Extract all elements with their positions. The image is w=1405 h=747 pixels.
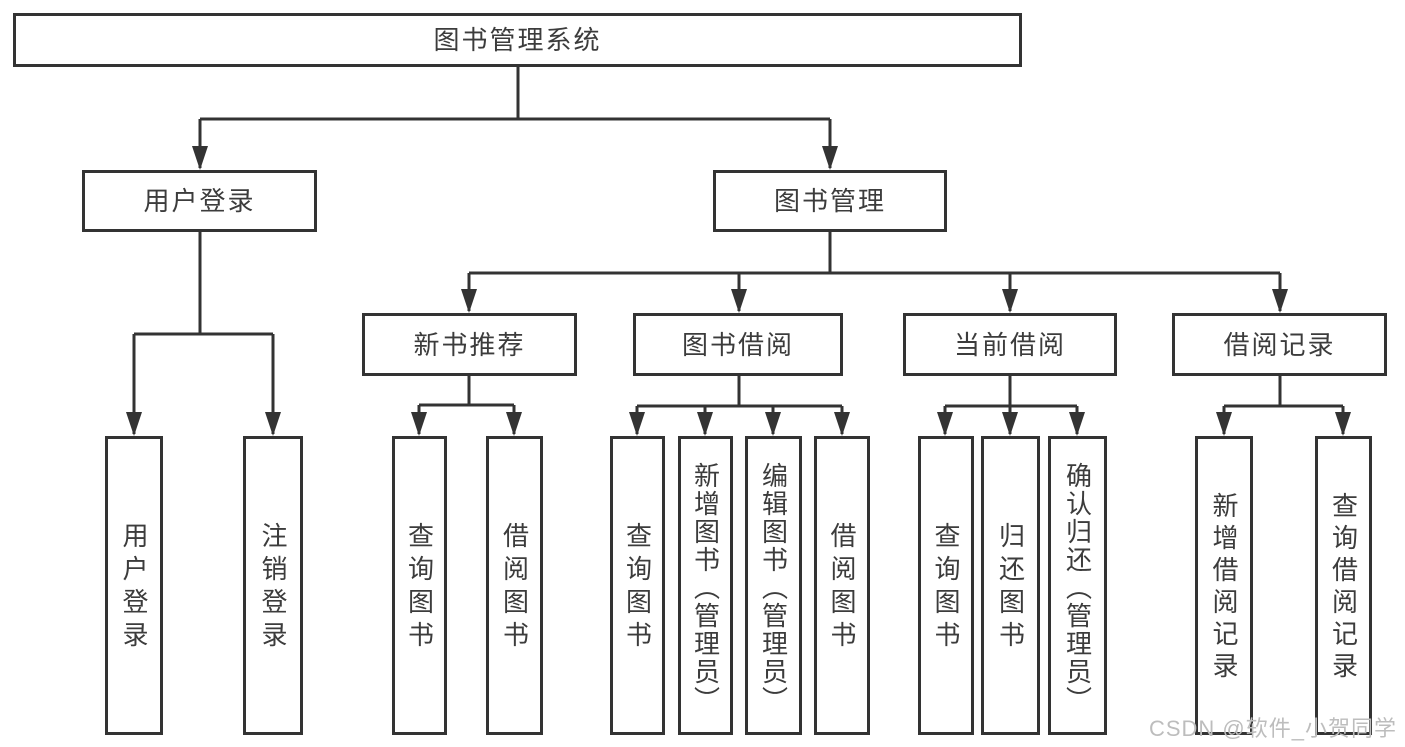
arrow-down-icon [697,412,713,436]
connector-book-borrow-to-leaves [635,376,844,434]
arrow-down-icon [1002,289,1018,313]
node-book-mgmt: 图书管理 [713,170,947,232]
arrow-down-icon [1002,412,1018,436]
node-new-book-rec: 新书推荐 [362,313,577,376]
arrow-down-icon [1272,289,1288,313]
connector-user-login-to-leaves [132,232,275,434]
node-user-login: 用户登录 [82,170,317,232]
arrowheads [126,146,1351,436]
arrow-down-icon [629,412,645,436]
arrow-down-icon [765,412,781,436]
arrow-down-icon [1335,412,1351,436]
leaf-edit-book-admin: 编辑图书（管理员） [745,436,802,735]
arrow-down-icon [731,289,747,313]
arrow-down-icon [1069,412,1085,436]
leaf-query-books-current: 查询图书 [918,436,974,735]
node-root: 图书管理系统 [13,13,1022,67]
arrow-down-icon [937,412,953,436]
leaf-query-borrow-record: 查询借阅记录 [1315,436,1372,735]
connector-root-to-level2 [198,67,832,168]
arrow-down-icon [1216,412,1232,436]
arrow-down-icon [126,412,142,436]
arrow-down-icon [506,412,522,436]
leaf-borrow-books-borrow: 借阅图书 [814,436,870,735]
leaf-query-books-borrow: 查询图书 [610,436,665,735]
node-current-borrow: 当前借阅 [903,313,1117,376]
node-book-borrow: 图书借阅 [633,313,843,376]
arrow-down-icon [265,412,281,436]
arrow-down-icon [834,412,850,436]
leaf-query-books-new-rec: 查询图书 [392,436,447,735]
arrow-down-icon [461,289,477,313]
connector-borrow-records-to-leaves [1222,376,1345,434]
arrow-down-icon [192,146,208,170]
arrow-down-icon [411,412,427,436]
connector-new-book-rec-to-leaves [417,376,516,434]
leaf-user-login: 用户登录 [105,436,163,735]
leaf-add-borrow-record: 新增借阅记录 [1195,436,1253,735]
connector-book-mgmt-to-level3 [467,232,1282,311]
node-borrow-records: 借阅记录 [1172,313,1387,376]
leaf-add-book-admin: 新增图书（管理员） [678,436,733,735]
watermark: CSDN @软件_小贺同学 [1148,716,1397,741]
arrow-down-icon [822,146,838,170]
leaf-borrow-books-new-rec: 借阅图书 [486,436,543,735]
leaf-logout: 注销登录 [243,436,303,735]
leaf-return-book: 归还图书 [981,436,1040,735]
leaf-confirm-return-admin: 确认归还（管理员） [1048,436,1107,735]
